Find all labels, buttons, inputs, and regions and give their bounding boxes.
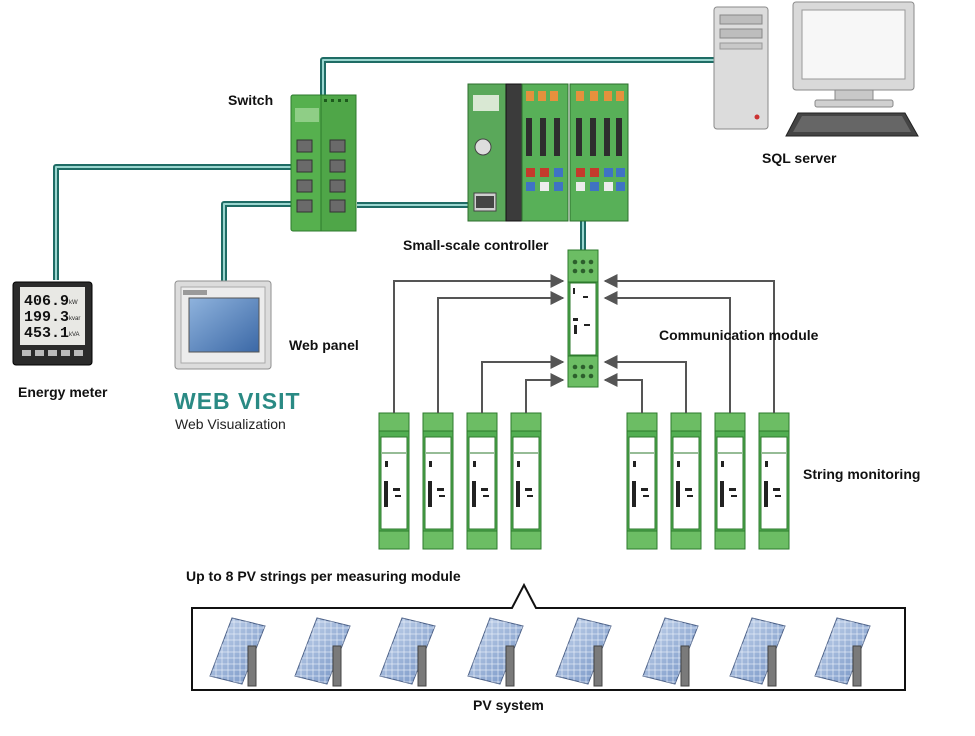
pv-panel <box>555 617 612 687</box>
io-modules <box>521 83 629 222</box>
pv-panel <box>209 617 266 687</box>
string-module <box>670 412 702 550</box>
switch-label: Switch <box>228 92 274 108</box>
arrow-string-1 <box>393 274 565 413</box>
controller-device <box>467 83 629 222</box>
data-arrows <box>393 274 775 413</box>
string-module <box>758 412 790 550</box>
controller-label: Small-scale controller <box>403 237 549 253</box>
pv-panel <box>642 617 699 687</box>
server-monitor <box>792 1 915 108</box>
meter-reading-1: 406.9 <box>24 293 69 310</box>
pv-panel <box>467 617 524 687</box>
web-visit-subtitle: Web Visualization <box>175 416 286 432</box>
pv-panels <box>209 617 871 687</box>
arrow-string-2 <box>437 291 565 413</box>
pv-system-box <box>191 582 906 691</box>
string-module <box>626 412 658 550</box>
pv-panel <box>294 617 351 687</box>
meter-reading-2: 199.3 <box>24 309 69 326</box>
string-monitoring-modules <box>378 412 790 550</box>
energy-meter-device: 406.9 199.3 453.1 kW kvar kVA <box>12 281 93 366</box>
string-module <box>466 412 498 550</box>
sql-server-label: SQL server <box>762 150 837 166</box>
meter-unit-1: kW <box>69 300 78 306</box>
pv-panel <box>379 617 436 687</box>
pv-panel <box>814 617 871 687</box>
network-cables <box>53 57 721 281</box>
communication-module <box>567 249 599 388</box>
web-panel-label: Web panel <box>289 337 359 353</box>
meter-unit-3: kVA <box>69 332 80 338</box>
communication-module-label: Communication module <box>659 327 819 343</box>
pv-panel <box>729 617 786 687</box>
arrow-string-5 <box>603 373 643 413</box>
string-module <box>714 412 746 550</box>
pv-strings-note: Up to 8 PV strings per measuring module <box>186 568 461 584</box>
string-module <box>378 412 410 550</box>
string-module <box>422 412 454 550</box>
meter-reading-3: 453.1 <box>24 325 69 342</box>
arrow-string-8 <box>603 274 775 413</box>
server-tower <box>713 6 769 130</box>
arrow-string-4 <box>525 373 565 413</box>
web-panel-device <box>174 280 272 370</box>
string-monitoring-label: String monitoring <box>803 466 921 482</box>
energy-meter-label: Energy meter <box>18 384 108 400</box>
string-module <box>510 412 542 550</box>
arrow-string-6 <box>603 355 687 413</box>
server-keyboard <box>785 112 919 137</box>
arrow-string-7 <box>603 291 731 413</box>
switch-device <box>290 94 357 232</box>
pv-system-label: PV system <box>473 697 544 713</box>
arrow-string-3 <box>481 355 565 413</box>
meter-unit-2: kvar <box>69 316 80 322</box>
sql-server <box>713 1 919 137</box>
web-visit-logo: WEB VISIT <box>174 388 301 414</box>
